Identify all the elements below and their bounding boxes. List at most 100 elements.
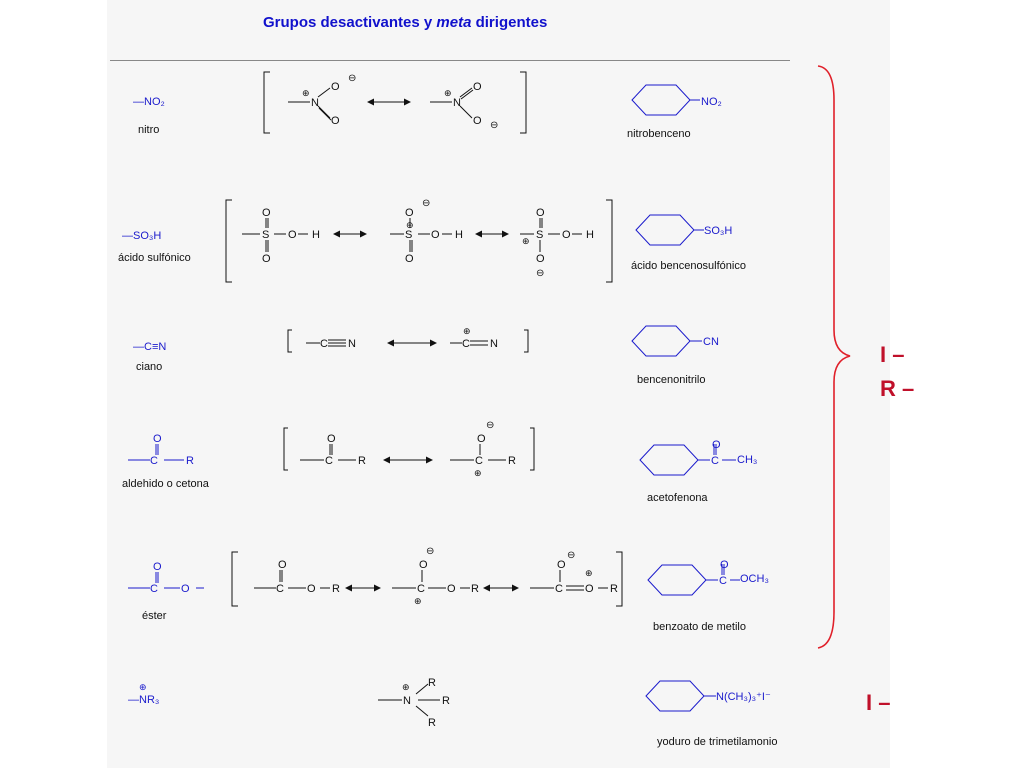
svg-text:O: O	[720, 559, 729, 571]
svg-text:R: R	[358, 455, 366, 467]
svg-text:S: S	[536, 229, 543, 241]
svg-text:O: O	[447, 583, 456, 595]
acetophenone-substituent: CH₃	[737, 454, 758, 466]
svg-text:⊖: ⊖	[422, 198, 430, 209]
slide-panel	[107, 0, 890, 768]
svg-text:O: O	[536, 207, 545, 219]
svg-text:O: O	[262, 253, 271, 265]
ammonium-group-formula: —NR₃	[128, 694, 160, 706]
svg-text:O: O	[262, 207, 271, 219]
svg-text:R: R	[610, 583, 618, 595]
svg-text:⊕: ⊕	[302, 88, 310, 98]
svg-text:O: O	[419, 559, 428, 571]
svg-text:O: O	[181, 583, 190, 595]
benzonitrile-substituent: CN	[703, 336, 719, 348]
svg-text:O: O	[585, 583, 594, 595]
svg-text:C: C	[150, 583, 158, 595]
svg-text:H: H	[312, 229, 320, 241]
benzonitrile-name: bencenonitrilo	[637, 374, 706, 386]
svg-text:⊖: ⊖	[490, 120, 498, 131]
svg-text:⊖: ⊖	[348, 73, 356, 84]
svg-text:N: N	[403, 695, 411, 707]
nitro-group-name: nitro	[138, 124, 160, 136]
carbonyl-group-name: aldehido o cetona	[122, 478, 209, 490]
svg-text:O: O	[288, 229, 297, 241]
svg-text:O: O	[153, 561, 162, 573]
svg-text:⊖: ⊖	[426, 546, 434, 557]
svg-text:O: O	[536, 253, 545, 265]
svg-text:C: C	[417, 583, 425, 595]
svg-text:O: O	[307, 583, 316, 595]
svg-text:C: C	[276, 583, 284, 595]
svg-text:O: O	[405, 253, 414, 265]
svg-text:O: O	[278, 559, 287, 571]
svg-text:O: O	[477, 433, 486, 445]
svg-text:R: R	[428, 717, 436, 729]
svg-text:R: R	[508, 455, 516, 467]
svg-text:⊕: ⊕	[463, 326, 471, 336]
svg-text:O: O	[473, 115, 482, 127]
svg-text:O: O	[405, 207, 414, 219]
svg-text:O: O	[562, 229, 571, 241]
svg-text:O: O	[331, 115, 340, 127]
resonance-effect-label: R –	[880, 376, 915, 401]
svg-text:⊕: ⊕	[402, 682, 410, 692]
cyano-group-name: ciano	[136, 361, 163, 373]
bracket-left	[263, 71, 270, 134]
svg-text:R: R	[442, 695, 450, 707]
ammonium-inductive-label: I –	[866, 690, 891, 715]
sulfonic-group-formula: —SO₃H	[122, 230, 162, 242]
svg-text:⊖: ⊖	[486, 420, 494, 431]
svg-text:H: H	[586, 229, 594, 241]
nitrobenzene-name: nitrobenceno	[627, 128, 691, 140]
svg-text:R: R	[332, 583, 340, 595]
svg-text:S: S	[405, 229, 412, 241]
svg-text:C: C	[150, 455, 158, 467]
svg-text:⊖: ⊖	[536, 268, 544, 279]
nitro-group-formula: —NO₂	[133, 96, 165, 108]
benzenesulfonic-name: ácido bencenosulfónico	[631, 260, 746, 272]
trimethylammonium-substituent: N(CH₃)₃⁺I⁻	[716, 691, 771, 703]
svg-text:⊕: ⊕	[585, 568, 593, 578]
methyl-benzoate-substituent: OCH₃	[740, 573, 769, 585]
ester-group-name: éster	[142, 610, 167, 622]
svg-text:C: C	[475, 455, 483, 467]
svg-text:O: O	[327, 433, 336, 445]
title-rule	[110, 60, 790, 61]
bracket-right	[520, 71, 527, 134]
svg-text:⊕: ⊕	[406, 220, 414, 230]
svg-text:⊕: ⊕	[474, 468, 482, 478]
nitrobenzene-substituent: NO₂	[701, 96, 722, 108]
svg-text:N: N	[348, 338, 356, 350]
svg-text:S: S	[262, 229, 269, 241]
svg-text:R: R	[471, 583, 479, 595]
svg-text:N: N	[490, 338, 498, 350]
sulfonic-group-name: ácido sulfónico	[118, 252, 191, 264]
svg-text:N: N	[453, 97, 461, 109]
svg-text:⊖: ⊖	[567, 550, 575, 561]
acetophenone-name: acetofenona	[647, 492, 708, 504]
cyano-group-formula: —C≡N	[133, 341, 167, 353]
svg-text:C: C	[711, 455, 719, 467]
svg-text:⊕: ⊕	[444, 88, 452, 98]
svg-text:C: C	[719, 575, 727, 587]
benzene-rings	[631, 84, 740, 712]
svg-text:O: O	[331, 81, 340, 93]
svg-text:O: O	[153, 433, 162, 445]
svg-text:C: C	[462, 338, 470, 350]
svg-text:O: O	[473, 81, 482, 93]
svg-text:⊕: ⊕	[139, 682, 147, 692]
svg-text:O: O	[712, 439, 721, 451]
svg-text:C: C	[325, 455, 333, 467]
svg-text:R: R	[186, 455, 194, 467]
svg-text:C: C	[320, 338, 328, 350]
red-brace	[817, 65, 851, 649]
inductive-effect-label: I –	[880, 342, 905, 367]
svg-text:C: C	[555, 583, 563, 595]
svg-text:R: R	[428, 677, 436, 689]
trimethylammonium-name: yoduro de trimetilamonio	[657, 736, 778, 748]
svg-text:⊕: ⊕	[414, 596, 422, 606]
slide-title: Grupos desactivantes y meta dirigentes	[263, 14, 548, 31]
